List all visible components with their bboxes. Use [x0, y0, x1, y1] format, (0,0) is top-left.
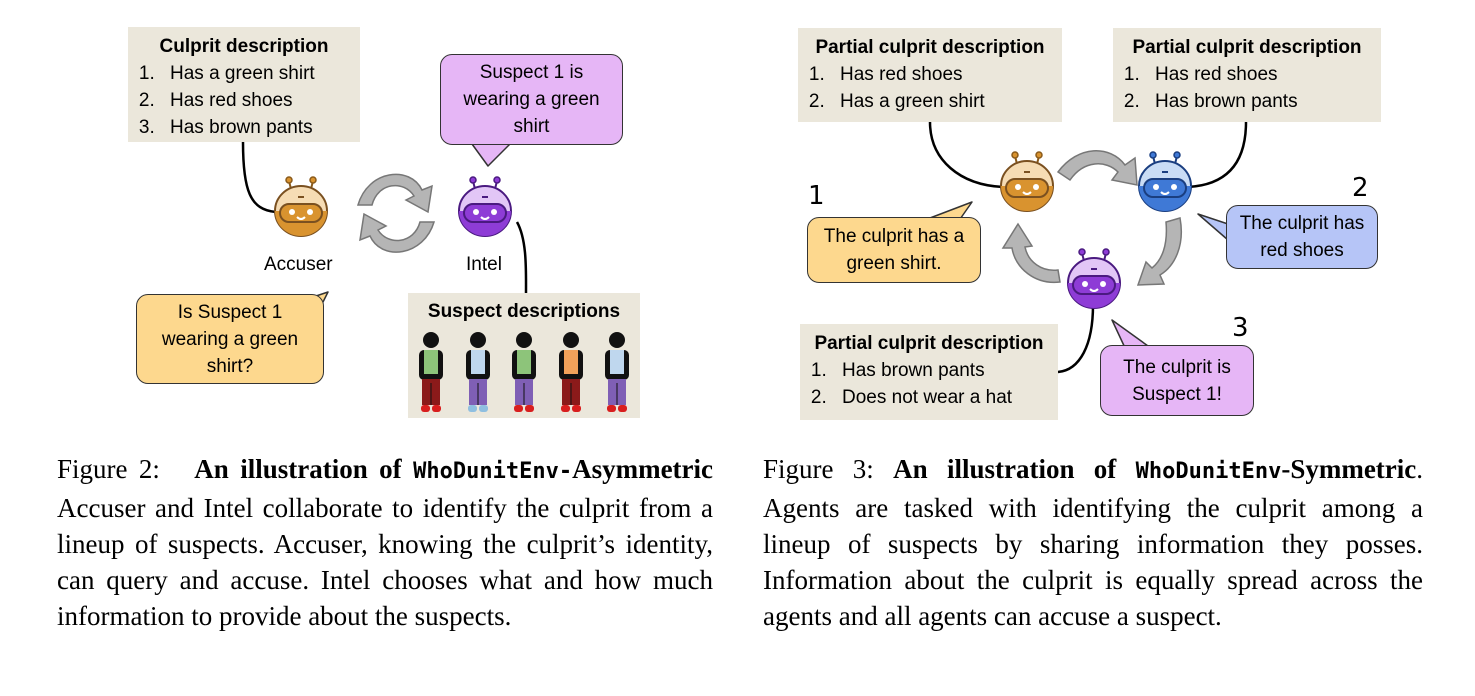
partial-left-connector	[928, 121, 1004, 189]
culprit-connector-line	[241, 141, 277, 214]
accuser-bubble-text: Is Suspect 1 wearing a green shirt?	[161, 301, 299, 377]
partial-description-right-box: Partial culprit description Has red shoe…	[1113, 28, 1381, 122]
figure-2-caption-text: Figure 2: An illustration of WhoDunitEnv…	[57, 451, 713, 634]
cycle-arrow-top	[357, 173, 433, 214]
caption-bold: An illustration of	[893, 454, 1117, 484]
intel-label: Intel	[466, 254, 502, 275]
arrow-orange-to-blue	[1056, 150, 1138, 186]
figure-3-caption-text: Figure 3: An illustration of WhoDunitEnv…	[763, 454, 1424, 631]
caption-mono: WhoDunitEnv	[1135, 459, 1282, 484]
culprit-description-box: Culprit description Has a green shirt Ha…	[128, 27, 360, 142]
partial-description-header: Partial culprit description	[815, 37, 1045, 58]
suspect-lineup	[416, 331, 632, 415]
intel-bubble-text: Suspect 1 is wearing a green shirt	[463, 62, 600, 137]
suspect-figure-3	[509, 331, 539, 415]
blue-agent-icon	[1138, 151, 1192, 212]
list-item: Has a green shirt	[160, 60, 350, 87]
list-item: Has red shoes	[1145, 61, 1371, 88]
partial-description-header: Partial culprit description	[814, 333, 1044, 354]
figure-2-caption: Figure 2: An illustration of WhoDunitEnv…	[57, 451, 713, 634]
partial-description-bottom-box: Partial culprit description Has brown pa…	[800, 324, 1058, 420]
step-number-3: 3	[1232, 313, 1249, 343]
bubble-2-text: The culprit has red shoes	[1239, 213, 1365, 261]
suspect-figure-2	[463, 331, 493, 415]
arrow-purple-to-orange	[1001, 222, 1061, 284]
culprit-description-list: Has a green shirt Has red shoes Has brow…	[138, 60, 350, 141]
caption-mono: WhoDunitEnv-	[413, 459, 573, 484]
intel-connector-line	[515, 221, 528, 294]
caption-bold-2: Asymmetric	[572, 454, 714, 484]
suspect-figure-4	[556, 331, 586, 415]
speech-bubble-2: The culprit has red shoes	[1226, 205, 1378, 269]
purple-agent-icon	[1067, 248, 1121, 309]
intel-robot-icon	[458, 176, 512, 237]
accuser-robot-icon	[274, 176, 328, 237]
partial-right-connector	[1187, 121, 1248, 189]
list-item: Has brown pants	[160, 114, 350, 141]
bubble-1-text: The culprit has a green shirt.	[823, 226, 965, 274]
intel-speech-bubble: Suspect 1 is wearing a green shirt	[440, 54, 623, 145]
caption-bold-2: -Symmetric	[1281, 454, 1417, 484]
accuser-speech-bubble: Is Suspect 1 wearing a green shirt?	[136, 294, 324, 384]
culprit-description-header: Culprit description	[159, 36, 329, 57]
speech-bubble-1: The culprit has a green shirt.	[807, 217, 981, 283]
list-item: Does not wear a hat	[832, 384, 1048, 411]
list-item: Has brown pants	[1145, 88, 1371, 115]
list-item: Has a green shirt	[830, 88, 1052, 115]
suspect-figure-1	[416, 331, 446, 415]
arrow-blue-to-purple	[1136, 217, 1182, 286]
step-number-2: 2	[1352, 173, 1369, 203]
intel-bubble-tail	[471, 143, 511, 167]
partial-description-list: Has red shoes Has a green shirt	[808, 61, 1052, 115]
list-item: Has brown pants	[832, 357, 1048, 384]
cycle-arrow-bottom	[359, 212, 436, 253]
partial-description-header: Partial culprit description	[1132, 37, 1362, 58]
bubble-2-tail	[1197, 213, 1229, 241]
list-item: Has red shoes	[830, 61, 1052, 88]
speech-bubble-3: The culprit is Suspect 1!	[1100, 345, 1254, 416]
partial-description-list: Has red shoes Has brown pants	[1123, 61, 1371, 115]
caption-body: Agents are tasked with identifying the c…	[763, 493, 1423, 631]
figure-3-caption: Figure 3: An illustration of WhoDunitEnv…	[763, 451, 1423, 634]
partial-bottom-connector	[1057, 304, 1095, 374]
accuser-label: Accuser	[264, 254, 333, 275]
suspect-figure-5	[602, 331, 632, 415]
bubble-3-text: The culprit is Suspect 1!	[1123, 356, 1231, 405]
caption-prefix: Figure 2:	[57, 454, 160, 484]
partial-description-left-box: Partial culprit description Has red shoe…	[798, 28, 1062, 122]
suspect-descriptions-header: Suspect descriptions	[427, 301, 621, 322]
list-item: Has red shoes	[160, 87, 350, 114]
orange-agent-icon	[1000, 151, 1054, 212]
step-number-1: 1	[808, 181, 825, 211]
caption-body: Accuser and Intel collaborate to identif…	[57, 493, 713, 631]
suspect-descriptions-box: Suspect descriptions	[408, 293, 640, 418]
caption-bold: An illustration of	[194, 454, 402, 484]
partial-description-list: Has brown pants Does not wear a hat	[810, 357, 1048, 411]
caption-prefix: Figure 3:	[763, 454, 874, 484]
